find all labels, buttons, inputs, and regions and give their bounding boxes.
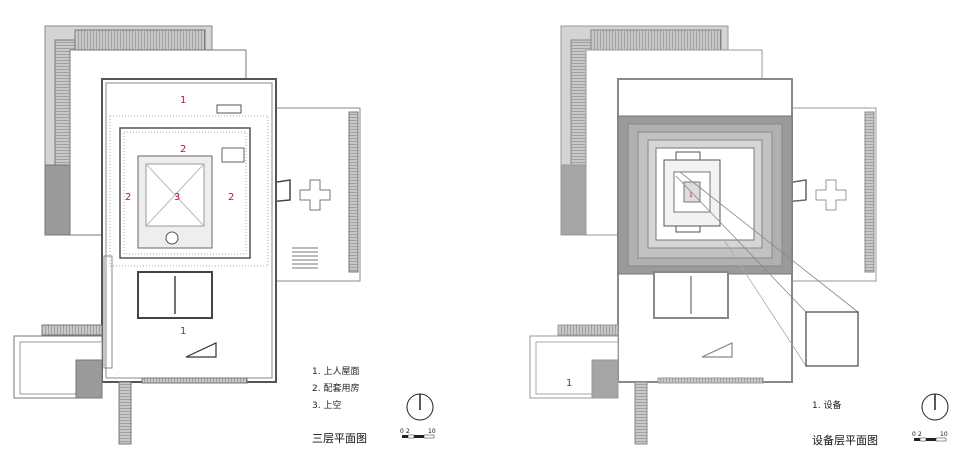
equipment-floor-plan: 1 1: [529, 25, 877, 445]
room-label: 1: [566, 378, 572, 389]
room-label: 1: [180, 95, 186, 106]
atrium-diagonal-2: [145, 163, 205, 227]
scale-label: 10: [940, 431, 948, 438]
lower-left-stair: [634, 381, 648, 445]
legend-item: 2. 配套用房: [312, 384, 360, 394]
legend-item: 3. 上空: [312, 401, 342, 411]
core-rooms: [221, 147, 245, 163]
scale-label: 0: [912, 431, 916, 438]
annex-bridge: [557, 324, 619, 336]
equipment-core-bottom: [675, 225, 701, 233]
scale-label: 0: [400, 428, 404, 435]
terrace-edge: [109, 115, 269, 267]
plan-title: 三层平面图: [312, 432, 367, 445]
room-label: 3: [174, 192, 180, 203]
room-label: 2: [125, 192, 131, 203]
plan-title: 设备层平面图: [812, 434, 878, 447]
third-floor-plan: 1 2 2 2 3 1: [13, 25, 361, 445]
room-label: 1: [689, 192, 693, 199]
room-label: 2: [228, 192, 234, 203]
room-label: 2: [180, 144, 186, 155]
legend-item: 1. 上人屋面: [312, 367, 360, 377]
side-stair-left: [103, 255, 113, 369]
scale-label: 2: [406, 428, 410, 435]
north-arrow: [921, 393, 949, 421]
callout-line: [723, 239, 807, 367]
side-block-dark: [560, 164, 587, 236]
callout-line: [679, 171, 859, 313]
plan-legend: 1. 上人屋面 2. 配套用房 3. 上空: [312, 364, 359, 415]
lower-left-stair: [118, 381, 132, 445]
right-wing-steps: [292, 247, 318, 269]
spiral-stair: [165, 231, 179, 245]
callout-line: [675, 175, 807, 313]
room-label: 1: [180, 326, 186, 337]
right-wing-stair: [348, 111, 359, 273]
rear-roof-strip: [590, 29, 722, 51]
north-arrow: [406, 393, 434, 421]
side-block-dark: [44, 164, 71, 236]
equipment-core-top: [675, 151, 701, 161]
plan-legend: 1. 设备: [812, 398, 841, 415]
legend-item: 1. 设备: [812, 401, 842, 411]
scale-bar: 0 2 10: [912, 431, 948, 442]
rear-roof-strip: [74, 29, 206, 51]
scale-bar: 0 2 10: [400, 428, 436, 439]
right-wing-stair: [864, 111, 875, 273]
cross-symbol: [299, 179, 331, 211]
ramp-triangle: [185, 342, 217, 358]
detail-callout-box: [805, 311, 859, 367]
lower-left-dark-block: [591, 359, 619, 399]
annex-bridge: [41, 324, 103, 336]
core-ring-dots: [123, 131, 247, 255]
ramp-triangle: [701, 342, 733, 358]
lower-left-dark-block: [75, 359, 103, 399]
scale-label: 10: [428, 428, 436, 435]
core-top-block: [216, 104, 242, 114]
scale-label: 2: [918, 431, 922, 438]
bottom-vent-strip: [141, 377, 248, 384]
bottom-vent-strip: [657, 377, 764, 384]
cross-symbol: [815, 179, 847, 211]
